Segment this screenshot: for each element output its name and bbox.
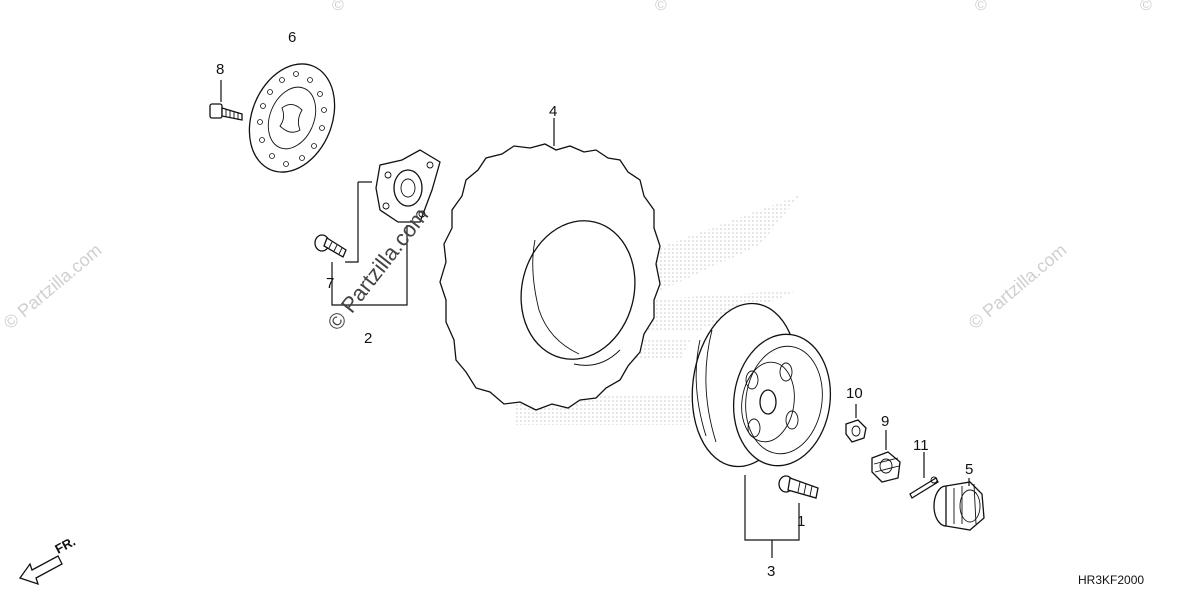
valve-stem [778, 475, 819, 499]
watermark-main: © Partzilla.com [322, 203, 433, 335]
callout-7: 7 [326, 275, 334, 292]
rear-hub [375, 149, 441, 223]
top-mark-2: © [655, 0, 667, 14]
top-mark-3: © [975, 0, 987, 14]
callout-3: 3 [767, 563, 775, 580]
castle-nut [871, 451, 901, 483]
watermark-left: © Partzilla.com [0, 240, 105, 333]
callout-8: 8 [216, 61, 224, 78]
hub-bolt [314, 234, 347, 258]
callout-1: 1 [797, 513, 805, 530]
front-label: FR. [52, 534, 78, 557]
top-mark-1: © [332, 0, 344, 14]
callout-4: 4 [549, 103, 557, 120]
callout-10: 10 [846, 385, 863, 402]
callout-9: 9 [881, 413, 889, 430]
disc-bolt [209, 103, 243, 121]
callout-2: 2 [364, 330, 372, 347]
brake-disc [248, 63, 336, 173]
wheel-nut [845, 419, 867, 443]
tire [439, 143, 661, 411]
diagram-code: HR3KF2000 [1078, 573, 1144, 587]
watermark-right: © Partzilla.com [965, 240, 1071, 333]
top-watermark-marks: © © © © [332, 0, 1152, 14]
cotter-pin [909, 476, 939, 499]
callout-6: 6 [288, 29, 296, 46]
callout-11: 11 [913, 437, 929, 454]
callout-5: 5 [965, 461, 973, 478]
wheel-rim [691, 302, 832, 468]
top-mark-4: © [1140, 0, 1152, 14]
front-direction-indicator: FR. [18, 534, 78, 586]
hub-nut [933, 481, 985, 531]
arrow-left-icon [18, 555, 63, 586]
